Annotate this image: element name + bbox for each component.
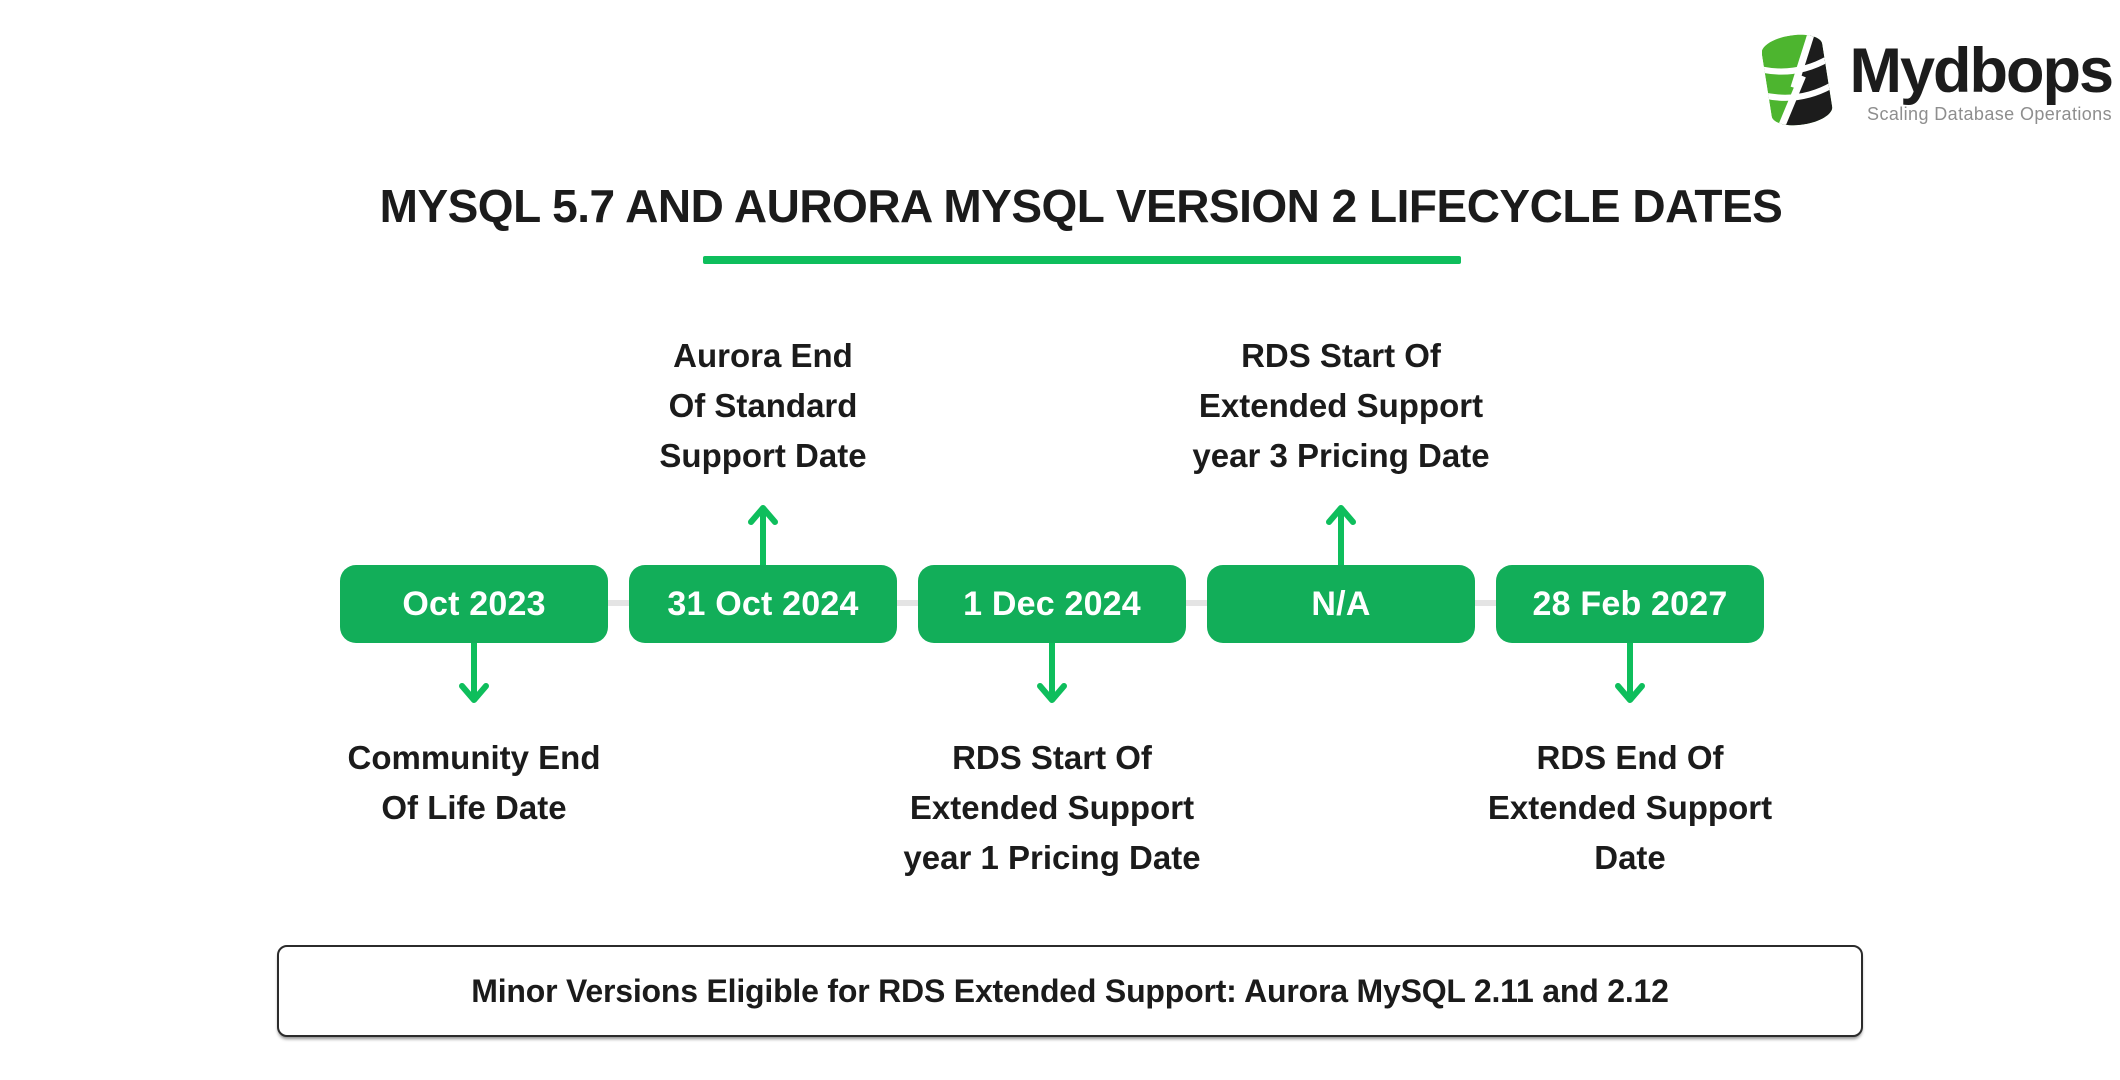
up-arrow-icon [748,505,778,565]
milestone-community-eol: Oct 2023 Community End Of Life Date [340,325,608,885]
mydbops-logo: Mydbops Scaling Database Operations [1761,32,2114,128]
logo-text-block: Mydbops Scaling Database Operations [1849,32,2114,125]
up-arrow-icon [1326,505,1356,565]
date-box: 28 Feb 2027 [1496,565,1764,643]
date-label: 28 Feb 2027 [1532,584,1728,623]
down-arrow-icon [459,643,489,703]
milestone-rds-extended-y3: RDS Start Of Extended Support year 3 Pri… [1192,325,1490,885]
page-title: MYSQL 5.7 AND AURORA MYSQL VERSION 2 LIF… [379,180,1783,232]
note-text: Minor Versions Eligible for RDS Extended… [471,972,1669,1009]
date-box: 31 Oct 2024 [629,565,897,643]
date-label: 1 Dec 2024 [963,584,1141,623]
date-box: 1 Dec 2024 [918,565,1186,643]
down-arrow-icon [1037,643,1067,703]
milestone-label: RDS Start Of Extended Support year 1 Pri… [903,739,1201,876]
milestone-aurora-eos: Aurora End Of Standard Support Date 31 O… [629,325,897,885]
milestone-rds-extended-y1: 1 Dec 2024 RDS Start Of Extended Support… [903,325,1201,885]
date-box: Oct 2023 [340,565,608,643]
down-arrow-icon [1615,643,1645,703]
milestone-label: Community End Of Life Date [347,739,601,826]
database-logo-icon [1761,32,1834,128]
milestone-rds-extended-end: 28 Feb 2027 RDS End Of Extended Support … [1488,325,1772,885]
title-underline [703,256,1461,264]
brand-tagline: Scaling Database Operations [1867,104,2112,124]
lifecycle-timeline: Oct 2023 Community End Of Life Date Auro… [340,325,1772,885]
date-label: N/A [1311,584,1371,623]
milestone-label: Aurora End Of Standard Support Date [659,337,867,474]
minor-versions-note: Minor Versions Eligible for RDS Extended… [277,945,1863,1037]
date-label: Oct 2023 [402,584,546,623]
milestone-label: RDS Start Of Extended Support year 3 Pri… [1192,337,1490,474]
date-box: N/A [1207,565,1475,643]
date-label: 31 Oct 2024 [667,584,859,623]
milestone-label: RDS End Of Extended Support Date [1487,739,1773,876]
brand-name: Mydbops [1849,36,2114,106]
